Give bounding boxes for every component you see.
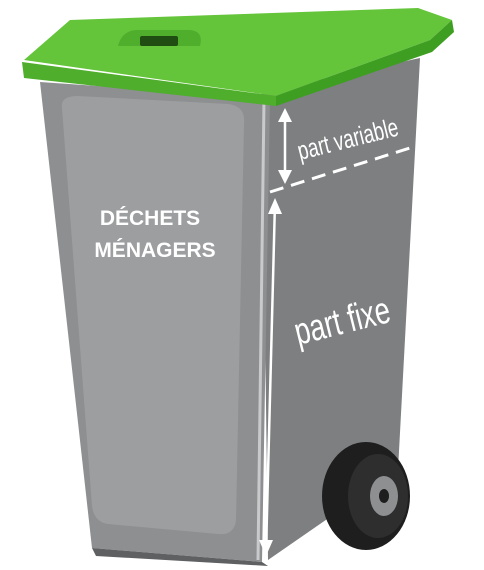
lid-handle-slot [140, 36, 178, 46]
front-label-line2: MÉNAGERS [94, 239, 215, 262]
wheel [322, 442, 410, 550]
front-label-line1: DÉCHETS [100, 207, 200, 230]
